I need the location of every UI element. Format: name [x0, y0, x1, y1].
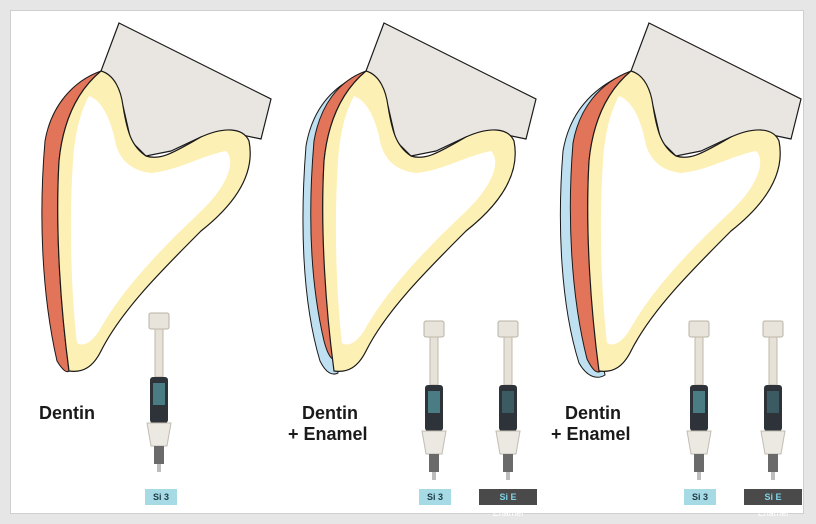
label-line: Dentin [288, 403, 368, 424]
tag-prefix: Si [153, 492, 162, 502]
label-line: + Enamel [288, 424, 368, 445]
tag-main: E [776, 492, 782, 502]
product-tag-si3: Si 3 [145, 489, 177, 505]
panel-dentin: Dentin Si 3 [11, 11, 276, 515]
panel-dentin-enamel: Dentin + Enamel Si 3 [276, 11, 541, 515]
diagram-frame: Dentin Si 3 Dentin [10, 10, 804, 514]
tag-prefix: Si [692, 492, 701, 502]
panel-label: Dentin [39, 403, 95, 424]
syringe-si3 [679, 319, 719, 489]
syringe-icon [488, 319, 528, 484]
tag-main: E [511, 492, 517, 502]
syringe-si3 [139, 311, 179, 481]
product-tag-si3: Si 3 [419, 489, 451, 505]
product-tag-si3: Si 3 [684, 489, 716, 505]
syringe-sie [753, 319, 793, 489]
label-line: + Enamel [551, 424, 631, 445]
label-line: Dentin [551, 403, 631, 424]
syringe-sie [488, 319, 528, 489]
tag-main: 3 [164, 492, 169, 502]
tag-prefix: Si [499, 492, 508, 502]
syringe-icon [139, 311, 179, 476]
syringe-si3 [414, 319, 454, 489]
panel-label: Dentin + Enamel [288, 403, 368, 445]
panel-label: Dentin + Enamel [551, 403, 631, 445]
tag-main: 3 [438, 492, 443, 502]
panel-dentin-enamel-2: Dentin + Enamel Si 3 [541, 11, 806, 515]
syringe-icon [753, 319, 793, 484]
tag-main: 3 [703, 492, 708, 502]
tag-suffix: Enamel [493, 508, 524, 518]
syringe-icon [414, 319, 454, 484]
syringe-icon [679, 319, 719, 484]
tag-prefix: Si [764, 492, 773, 502]
product-tag-sie: Si E Enamel [479, 489, 537, 505]
label-line: Dentin [39, 403, 95, 424]
tag-suffix: Enamel [758, 508, 789, 518]
tag-prefix: Si [427, 492, 436, 502]
product-tag-sie: Si E Enamel [744, 489, 802, 505]
